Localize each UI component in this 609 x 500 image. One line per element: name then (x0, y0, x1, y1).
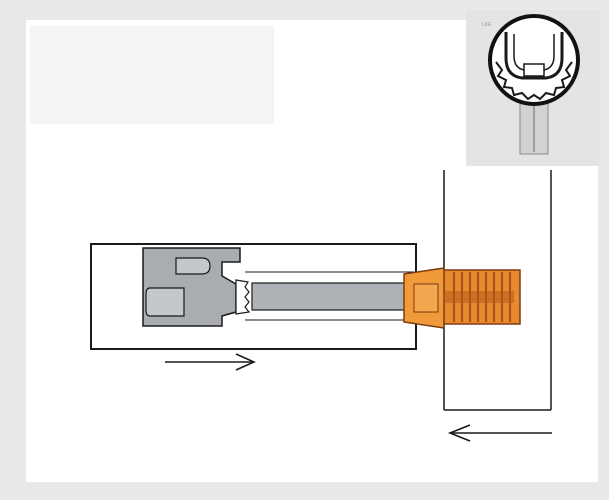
cutter-core (444, 291, 514, 303)
arrow-head (447, 424, 471, 442)
shaft (251, 282, 408, 311)
feed-arrow-left (447, 424, 552, 442)
inset-clamp (504, 32, 564, 80)
inset-insert (523, 63, 545, 77)
serrated-insert (235, 279, 251, 315)
arrow-head (235, 353, 256, 371)
clamp-finger-top (175, 257, 211, 275)
cutter-hub (413, 283, 439, 313)
magnifier-circle (488, 14, 580, 106)
inset-cutter-ring (495, 61, 573, 101)
detail-inset: LKE (466, 10, 600, 166)
cutter-head (403, 267, 521, 329)
feed-arrow-right (165, 353, 256, 371)
clamp-finger-bottom (145, 287, 185, 317)
faint-label-area (30, 26, 274, 124)
inset-label: LKE (482, 22, 492, 28)
